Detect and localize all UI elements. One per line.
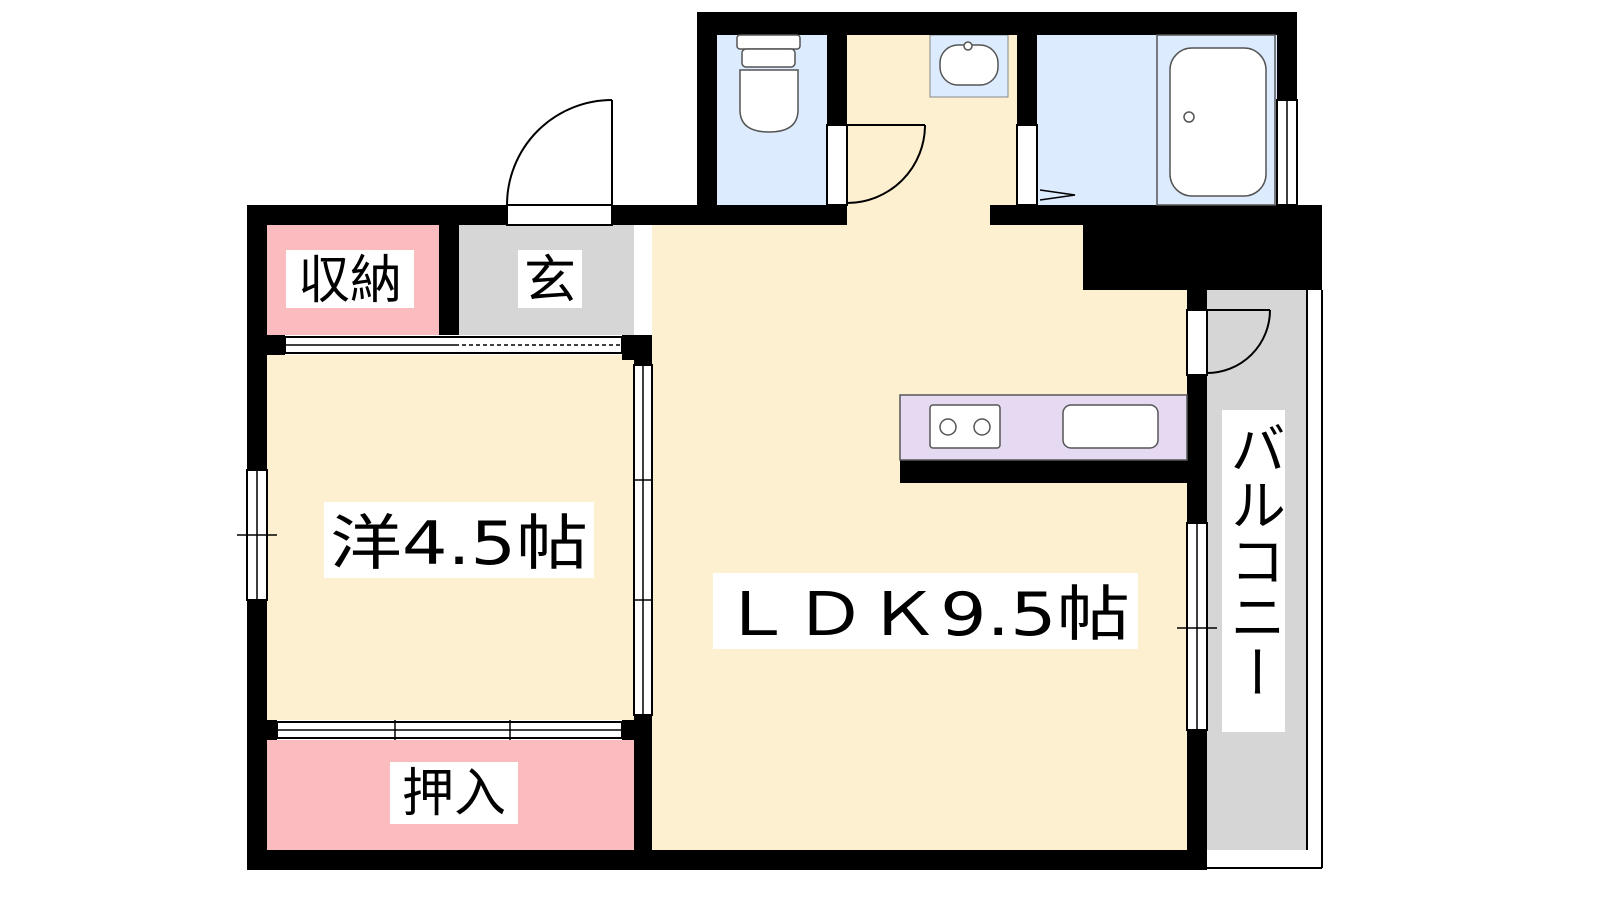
storage-label: 収納 [298,251,402,311]
ldk-label-bg [713,573,1138,649]
closet-label: 押入 [402,764,506,824]
washbasin-icon [939,41,999,86]
closet-label-bg [390,762,518,824]
balcony-label-bg [1222,410,1285,732]
toilet-door-frame [826,124,848,206]
entrance-door-frame [506,204,613,226]
stove-icon [929,404,1001,449]
bathroom-door-frame [1016,124,1038,206]
balcony-door-swing [1206,309,1271,374]
kitchen-counter [899,394,1188,461]
storage-label-bg [286,250,414,308]
ldk-label: ＬＤＫ9.5帖 [720,580,1130,650]
toilet-icon [736,34,801,133]
burner-left-icon [939,418,957,436]
kitchen-sink-icon [1062,404,1159,449]
bathroom-door-fold [1039,189,1076,201]
bathtub-icon [1156,34,1276,206]
balcony-label: バルコニー [1221,420,1286,700]
entrance-label-bg [518,250,582,308]
toilet-door-swing [846,124,926,204]
western-room-label: 洋4.5帖 [330,509,588,579]
entrance-door-swing [506,99,613,206]
burner-right-icon [973,418,991,436]
balcony-door-frame [1186,309,1208,376]
western-room-label-bg [324,502,594,578]
entrance-label: 玄 [524,251,576,311]
